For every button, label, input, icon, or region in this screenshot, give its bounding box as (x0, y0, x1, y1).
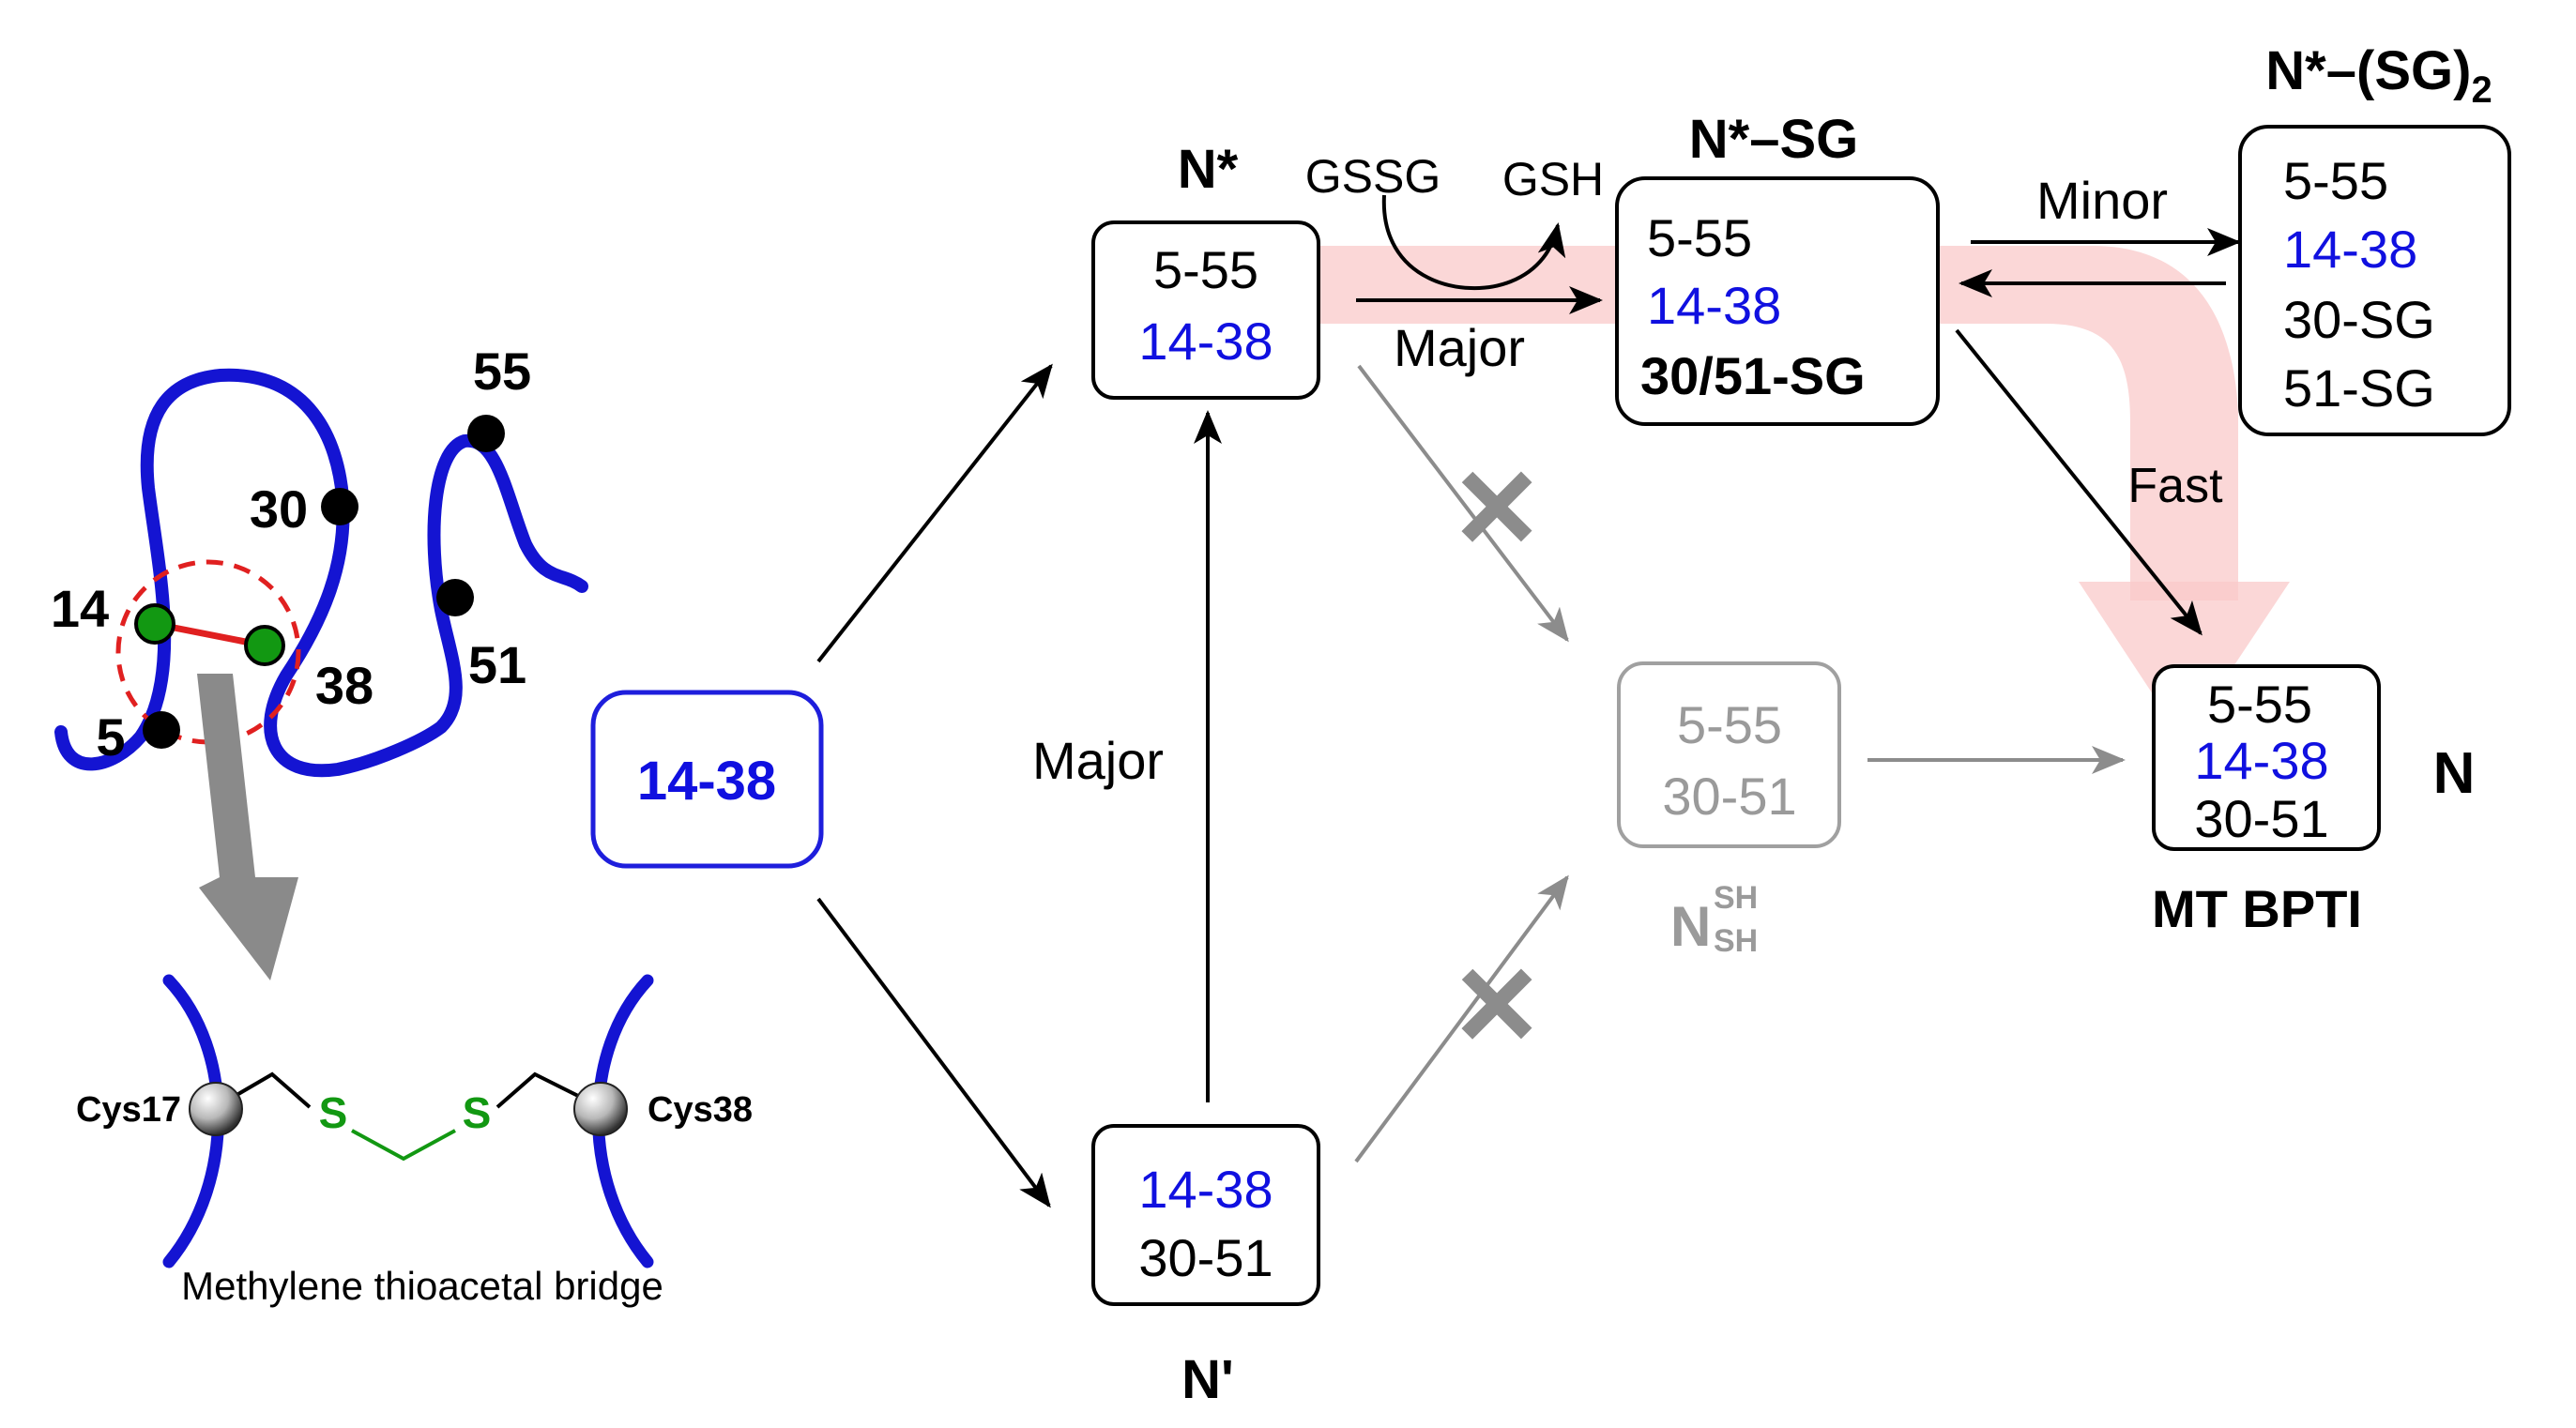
nsg2-line2: 14-38 (2283, 220, 2417, 279)
residue-dot-5 (143, 711, 180, 749)
blocked-cross-upper: × (1456, 426, 1538, 584)
residue-dot-51 (436, 579, 474, 616)
bridge-bonds-green (351, 1129, 456, 1162)
residue-dot-55 (467, 415, 505, 452)
label-gsh: GSH (1502, 153, 1604, 205)
arrow-nstar-to-nsh (1357, 364, 1569, 643)
residue-dot-30 (321, 488, 358, 525)
arrow-start-to-nstar (816, 363, 1053, 663)
nsg2-line3: 30-SG (2283, 290, 2435, 349)
cys17-ball (189, 1082, 243, 1136)
nsg2-line1: 5-55 (2283, 151, 2388, 210)
protein-sketch: 55 30 14 38 51 5 (51, 342, 588, 980)
residue-label-51: 51 (468, 635, 526, 694)
label-fast: Fast (2127, 459, 2223, 513)
nstar-title: N* (1178, 139, 1239, 200)
cys17-label: Cys17 (76, 1090, 181, 1130)
nsh-intermediate: 5-55 30-51 N SH SH (1617, 661, 1841, 959)
nprime-line1: 14-38 (1138, 1160, 1273, 1219)
label-gssg: GSSG (1305, 150, 1440, 203)
nsh-title-subscript: SH (1714, 923, 1758, 959)
residue-label-14: 14 (51, 579, 109, 638)
nprime-intermediate: 14-38 30-51 N' (1091, 1124, 1320, 1410)
cys38-ball (573, 1082, 628, 1136)
label-major-vertical: Major (1032, 731, 1164, 790)
thioacetal-bridge-structure: S S Cys17 Cys38 Methylene thioacetal bri… (76, 974, 753, 1308)
native-line1: 5-55 (2207, 675, 2312, 734)
nsg-title: N*–SG (1689, 109, 1859, 170)
reaction-arrows (816, 194, 2241, 1208)
zoom-arrow (197, 674, 298, 980)
residue-label-30: 30 (250, 479, 308, 539)
arrow-gssg-to-gsh (1381, 194, 1566, 290)
arrow-start-to-nprime (816, 897, 1051, 1208)
native-line2: 14-38 (2194, 731, 2328, 790)
native-line3: 30-51 (2194, 789, 2328, 848)
arrow-nprime-to-nsh (1354, 874, 1569, 1163)
nsg-line3: 30/51-SG (1640, 346, 1866, 405)
nsg2-line4: 51-SG (2283, 358, 2435, 418)
nprime-line2: 30-51 (1138, 1228, 1273, 1287)
nprime-title: N' (1181, 1349, 1234, 1410)
nsg-line2: 14-38 (1647, 276, 1781, 335)
residue-label-55: 55 (473, 342, 531, 401)
start-intermediate-box: 14-38 (590, 690, 824, 869)
nsg-intermediate: N*–SG 5-55 14-38 30/51-SG (1615, 109, 1940, 426)
label-major-top: Major (1394, 318, 1525, 377)
native-caption: MT BPTI (2152, 879, 2362, 938)
label-minor: Minor (2036, 171, 2168, 230)
nsg2-title-main: N*–(SG) (2265, 40, 2471, 101)
blocked-cross-lower: × (1456, 923, 1538, 1081)
residue-dot-14 (134, 603, 175, 645)
nsg2-title-subscript: 2 (2471, 69, 2492, 111)
bridge-caption: Methylene thioacetal bridge (181, 1264, 663, 1308)
native-label: N (2433, 741, 2476, 806)
nstar-line2: 14-38 (1138, 311, 1273, 371)
nsh-title-main: N (1670, 895, 1711, 958)
nsg2-intermediate: N*–(SG)2 5-55 14-38 30-SG 51-SG (2238, 40, 2511, 436)
nsh-title-superscript: SH (1714, 880, 1758, 916)
sulfur-label-1: S (319, 1088, 348, 1137)
sulfur-label-2: S (463, 1088, 492, 1137)
start-box-disulfide: 14-38 (637, 751, 776, 812)
nsh-line2: 30-51 (1662, 767, 1796, 826)
native-state: 5-55 14-38 30-51 N MT BPTI (2152, 664, 2476, 938)
protein-backbone (54, 368, 588, 778)
residue-label-38: 38 (315, 656, 373, 715)
nstar-intermediate: N* 5-55 14-38 (1091, 139, 1320, 400)
nsg2-title: N*–(SG)2 (2265, 40, 2492, 111)
nsg-line1: 5-55 (1647, 208, 1752, 267)
arrow-nsg-to-native (1955, 328, 2203, 636)
nstar-line1: 5-55 (1153, 240, 1258, 299)
nsh-line1: 5-55 (1677, 695, 1782, 754)
residue-label-5: 5 (96, 707, 125, 767)
cys38-label: Cys38 (648, 1090, 753, 1130)
residue-dot-38 (244, 625, 285, 666)
